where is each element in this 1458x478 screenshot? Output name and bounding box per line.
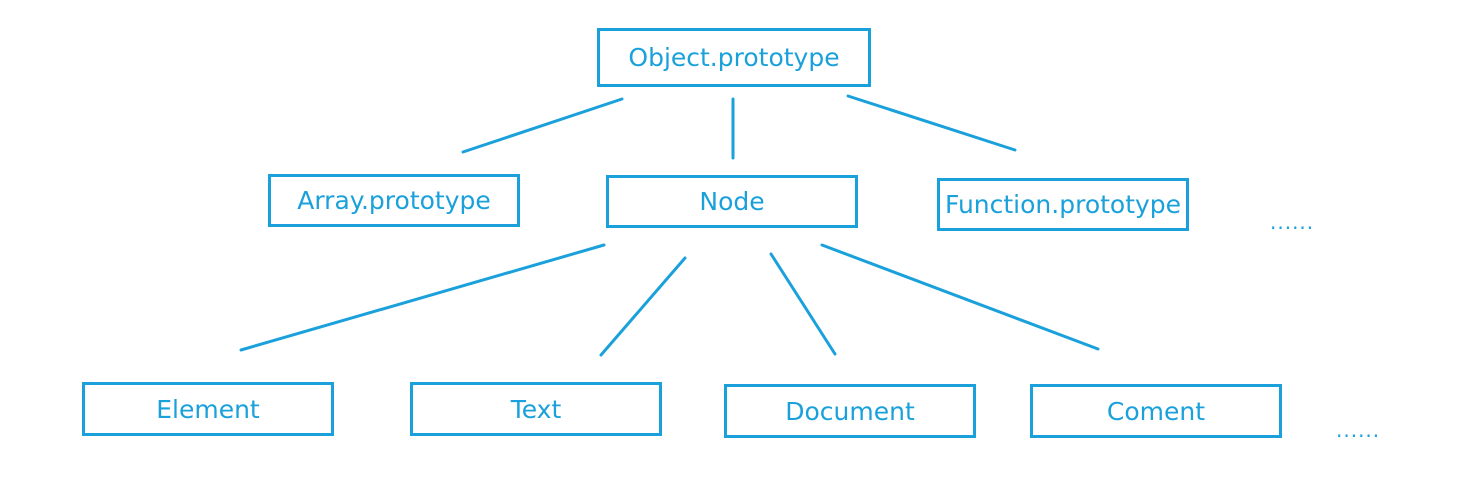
connector-node-text [599,256,687,357]
document-node: Document [724,384,976,438]
connector-node-element [239,243,606,352]
connector-node-coment [820,243,1100,351]
function-prototype-node: Function.prototype [937,178,1189,231]
level2-ellipsis: ...... [1336,418,1381,442]
coment-node: Coment [1030,384,1282,438]
node-node: Node [606,175,858,228]
element-node: Element [82,382,334,436]
connector-node-document [769,252,837,356]
level1-ellipsis: ...... [1270,210,1315,234]
connector-object-array [461,97,624,154]
text-node: Text [410,382,662,436]
connector-object-function [846,94,1017,152]
object-prototype-node: Object.prototype [597,28,871,87]
array-prototype-node: Array.prototype [268,174,520,227]
